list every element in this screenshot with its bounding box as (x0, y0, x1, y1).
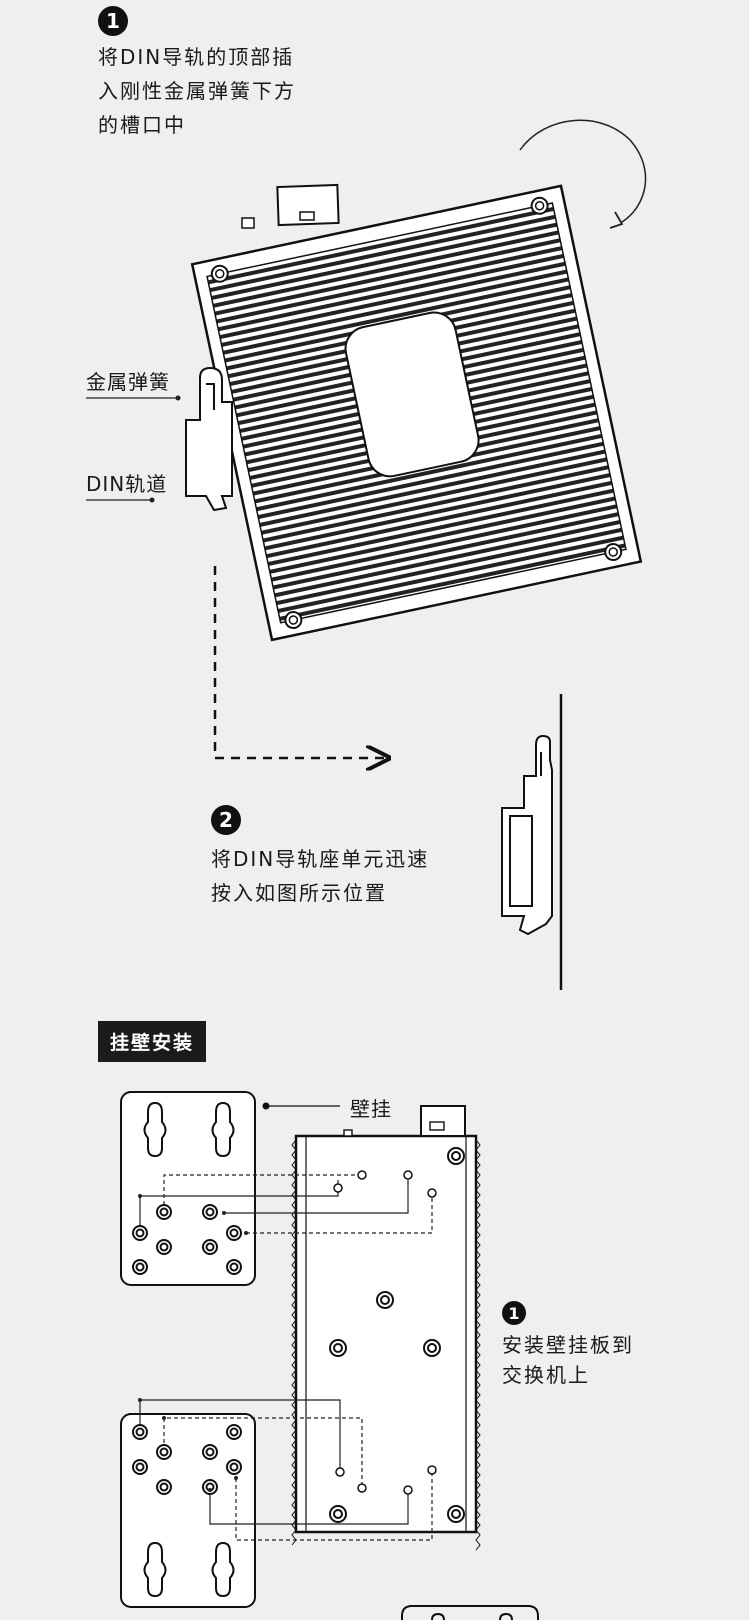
wall-mount-section-title: 挂壁安装 (98, 1021, 207, 1062)
rotate-arrow (519, 119, 647, 223)
din-clip-left (185, 366, 233, 512)
step-1-text-line2: 入刚性金属弹簧下方 (98, 79, 296, 103)
step-2-badge: 2 (211, 805, 241, 835)
keyhole-br (211, 1541, 235, 1598)
bracket-plate-top (120, 1091, 256, 1286)
step-1-text-line1: 将DIN导轨的顶部插 (98, 45, 295, 69)
link-line-3 (139, 1399, 341, 1470)
wall-mount-label: 壁挂 (350, 1097, 392, 1121)
step-1-text-line3: 的槽口中 (98, 113, 186, 137)
keyhole-tr (211, 1101, 235, 1158)
bracket-plate-third (401, 1605, 539, 1620)
link-line-2 (224, 1180, 409, 1214)
switch-top-connector (420, 1105, 466, 1137)
rotate-arrow-head (609, 211, 624, 229)
din-rail-label: DIN轨道 (86, 472, 168, 496)
switch-left-rib (291, 1139, 297, 1546)
switch-body-front (294, 1134, 478, 1534)
keyhole-bl (143, 1541, 167, 1598)
link-line-4 (209, 1490, 409, 1525)
switch-small-holes (333, 1170, 437, 1495)
link-dash-4 (235, 1470, 433, 1541)
link-dash-1 (163, 1174, 362, 1212)
bracket-bottom-holes (132, 1424, 242, 1495)
wall-step-1-text-line1: 安装壁挂板到 (502, 1333, 634, 1357)
bracket-plate-bottom (120, 1413, 256, 1608)
switch-screw-holes (329, 1147, 465, 1523)
switch-body-tilted (190, 184, 643, 642)
link-dash-3 (163, 1417, 363, 1486)
din-clip-mounted (501, 694, 563, 990)
link-dash-2 (246, 1193, 433, 1234)
wall-step-1-text-line2: 交换机上 (502, 1363, 590, 1387)
step-2-text-line1: 将DIN导轨座单元迅速 (211, 847, 430, 871)
device-connector (241, 183, 340, 229)
step-1-badge: 1 (98, 6, 128, 36)
metal-spring-label: 金属弹簧 (86, 370, 170, 394)
bracket-top-holes (132, 1204, 242, 1275)
switch-right-rib (475, 1139, 481, 1551)
step-2-text-line2: 按入如图所示位置 (211, 881, 387, 905)
wall-step-1-badge: 1 (502, 1301, 526, 1325)
keyhole-tl (143, 1101, 167, 1158)
press-path-arrow (213, 566, 386, 758)
